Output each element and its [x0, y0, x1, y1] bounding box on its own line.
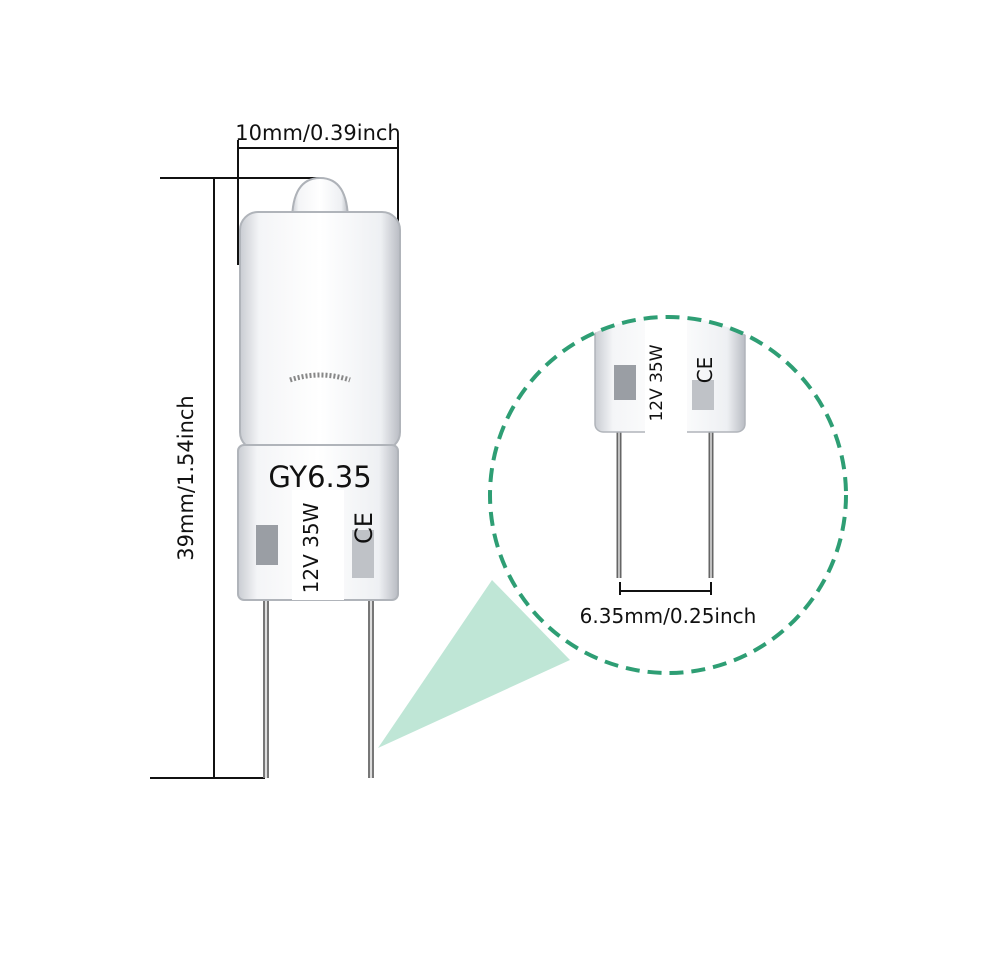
zoomed-rating-marking: 12V 35W: [647, 344, 667, 421]
pin-spacing-label: 6.35mm/0.25inch: [580, 604, 757, 628]
rating-marking: 12V 35W: [299, 502, 323, 593]
zoomed-ce-marking: CE: [693, 357, 717, 384]
height-dimension-line: [150, 177, 320, 779]
height-label: 39mm/1.54inch: [174, 395, 198, 560]
pin-spacing-dimension-line: [619, 582, 712, 595]
zoom-circle-background: [490, 317, 846, 673]
zoomed-pins-image: [594, 317, 746, 578]
bulb-image: [237, 176, 401, 778]
base-type-marking: GY6.35: [268, 460, 371, 494]
ce-marking: CE: [350, 512, 378, 544]
width-label: 10mm/0.39inch: [235, 121, 400, 145]
zoom-circle-border: [488, 315, 848, 675]
callout-cone: [378, 580, 570, 748]
